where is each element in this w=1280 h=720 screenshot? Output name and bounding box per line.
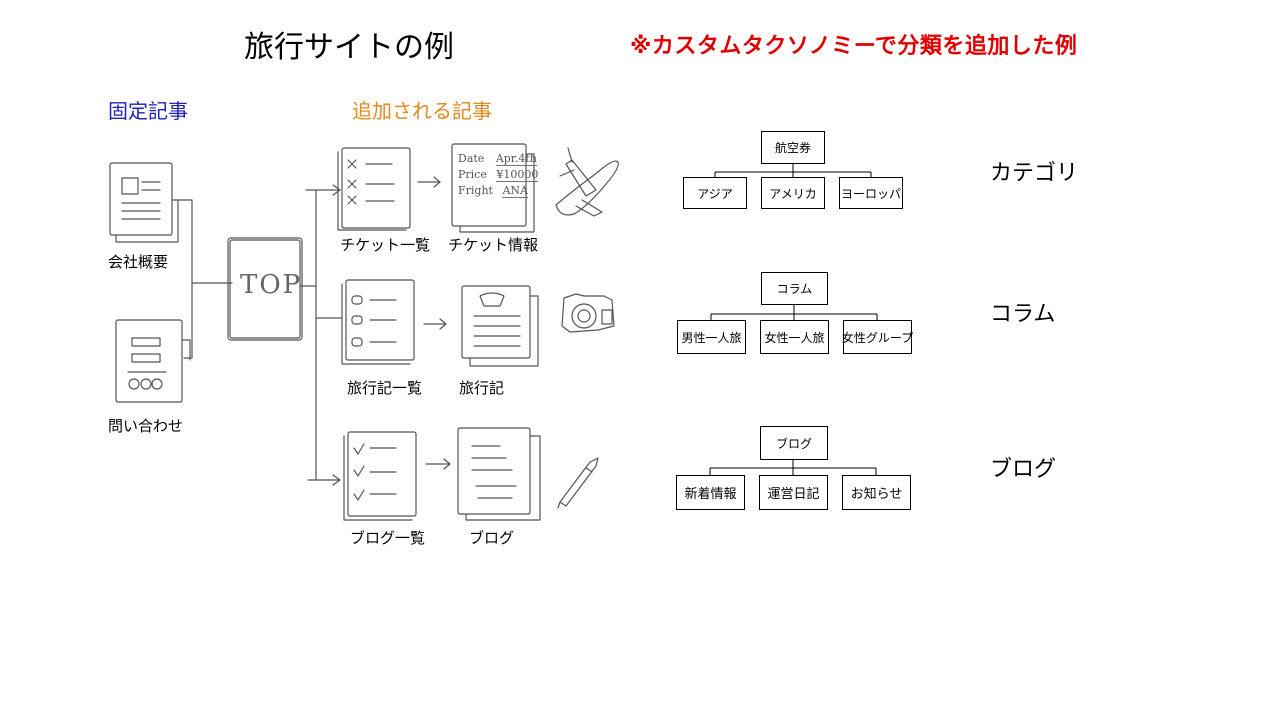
taxonomy-child: お知らせ [842,475,911,510]
caption-blog-detail: ブログ [469,529,515,547]
taxonomy-label: コラム [990,302,1056,327]
camera-icon [561,293,615,333]
taxonomy-child: 新着情報 [676,475,745,510]
list-icon [337,147,411,231]
taxonomy-child: 女性一人旅 [760,320,829,354]
taxonomy-label: ブログ [990,457,1057,482]
caption-ticket-detail: チケット情報 [448,236,539,254]
taxonomy-child: ヨーロッパ [839,177,903,209]
taxonomy-child: 男性一人旅 [677,320,746,354]
caption-ticket-list: チケット一覧 [340,236,431,254]
arrow-icon [425,458,451,470]
taxonomy-label: カテゴリ [990,161,1079,186]
taxonomy-parent: コラム [761,272,828,305]
arrow-icon [423,318,447,330]
form-icon [115,319,191,403]
detail-icon [461,285,539,367]
document-icon [109,162,179,243]
taxonomy-child: 女性グループ [842,320,913,354]
pen-icon [557,457,599,509]
list-icon [343,431,417,521]
top-page-icon [227,237,303,341]
detail-icon [451,143,535,233]
taxonomy-parent: 航空券 [761,131,825,164]
fixed-section-heading: 固定記事 [108,99,188,123]
taxonomy-child: アジア [683,177,747,209]
list-icon [341,279,415,365]
top-page-label: TOP [240,270,303,300]
taxonomy-parent: ブログ [760,426,828,460]
airplane-icon [555,147,619,217]
detail-icon [457,427,541,521]
sitemap-sketch [109,143,619,521]
taxonomy-child: 運営日記 [759,475,828,510]
ticket-detail-sketch-text: Date Apr.4th Price ¥10000 Fright ANA [458,152,539,198]
caption-travel-detail: 旅行記 [459,379,505,397]
page-title: 旅行サイトの例 [244,30,454,65]
arrow-icon [417,176,441,188]
taxonomy-child: アメリカ [761,177,825,209]
page-caption-contact: 問い合わせ [108,417,184,435]
caption-blog-list: ブログ一覧 [350,529,426,547]
taxonomy-note: ※カスタムタクソノミーで分類を追加した例 [630,34,1078,59]
added-section-heading: 追加される記事 [352,99,492,123]
page-caption-company: 会社概要 [108,253,169,271]
caption-travel-list: 旅行記一覧 [347,379,423,397]
